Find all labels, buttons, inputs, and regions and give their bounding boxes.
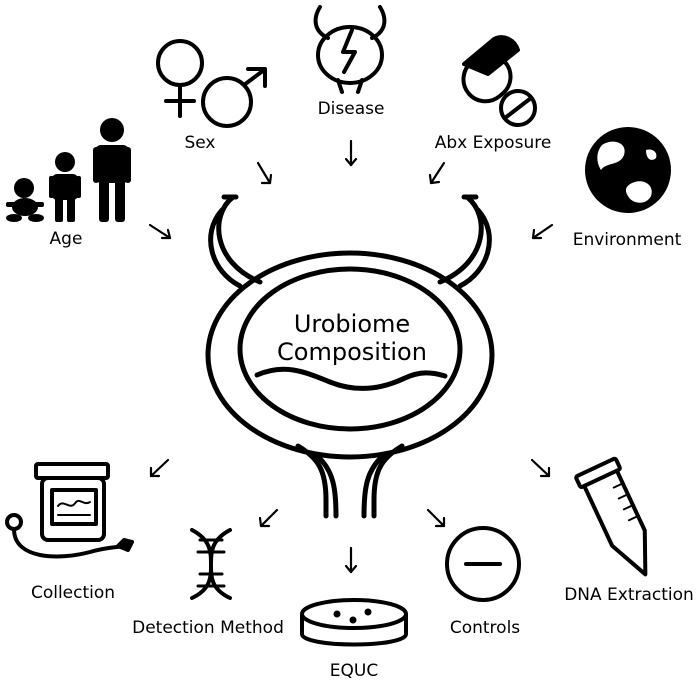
sex-icon: [156, 39, 267, 128]
arrow-dna-extraction: [530, 458, 551, 478]
arrow-abx: [428, 161, 446, 185]
arrow-sex: [256, 161, 273, 185]
disease-label: Disease: [318, 99, 385, 119]
arrow-equc: [344, 546, 358, 574]
arrow-disease: [344, 139, 358, 167]
arrow-controls: [426, 508, 446, 528]
collection-icon: [5, 462, 134, 559]
center-title-line2: Composition: [277, 338, 427, 366]
detection-icon: [190, 528, 232, 600]
arrow-environment: [531, 223, 554, 240]
bladder-icon: [205, 194, 495, 519]
dna-extraction-icon: [574, 456, 648, 577]
equc-icon: [300, 598, 408, 647]
equc-label: EQUC: [330, 661, 378, 681]
abx-icon: [461, 35, 537, 127]
environment-label: Environment: [573, 230, 682, 250]
age-label: Age: [50, 229, 83, 249]
abx-label: Abx Exposure: [435, 133, 552, 153]
disease-icon: [313, 5, 387, 94]
dna-extraction-label: DNA Extraction: [564, 585, 694, 605]
controls-label: Controls: [450, 618, 520, 638]
age-icon: [6, 118, 131, 222]
sex-label: Sex: [184, 133, 215, 153]
arrow-age: [148, 223, 172, 240]
environment-icon: [585, 127, 671, 213]
arrow-collection: [149, 458, 170, 478]
controls-icon: [445, 526, 521, 602]
collection-label: Collection: [31, 583, 115, 603]
center-title-line1: Urobiome: [294, 310, 410, 338]
arrow-detection: [258, 508, 279, 528]
detection-label: Detection Method: [132, 618, 284, 638]
